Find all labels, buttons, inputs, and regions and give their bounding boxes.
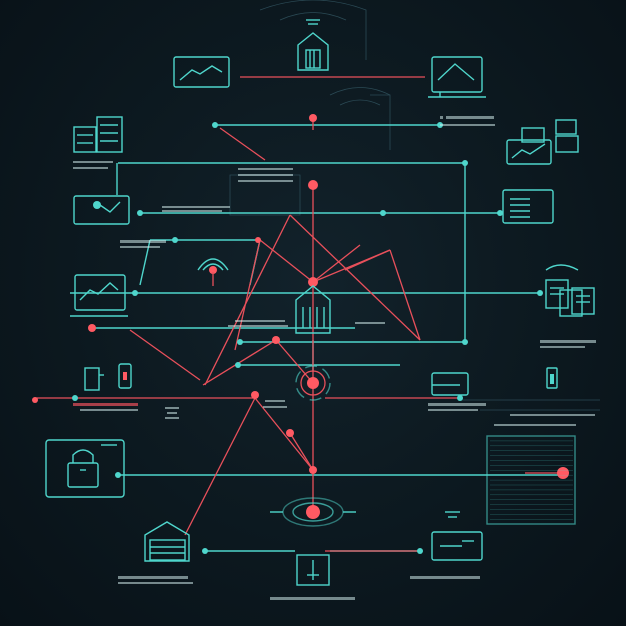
slider-screen-icon — [431, 511, 483, 561]
documents-icon — [545, 264, 595, 317]
padlock-screen-icon — [45, 439, 125, 498]
building-icon — [73, 116, 123, 153]
chart-screen-icon-2 — [73, 195, 130, 225]
target-node-icon — [270, 365, 356, 527]
phone-icon — [118, 363, 132, 389]
padlock-box-icon — [295, 285, 331, 334]
bar-chart-screen-icon — [506, 119, 579, 165]
red-connectors — [35, 76, 565, 552]
background-decoration — [229, 0, 600, 411]
house-icon — [297, 19, 329, 71]
document-screen-icon — [502, 189, 554, 224]
red-nodes — [32, 114, 569, 519]
trend-laptop-icon — [428, 56, 486, 98]
grid-panel-icon — [486, 435, 576, 525]
house-icon-2 — [144, 521, 190, 562]
door-icon — [84, 367, 104, 391]
teal-nodes — [72, 122, 543, 554]
bottle-icon — [296, 554, 330, 586]
chart-screen-icon — [173, 56, 230, 88]
micro-text-blocks — [73, 116, 596, 600]
trend-laptop-icon-2 — [70, 274, 128, 317]
monitor-icon — [431, 372, 469, 396]
lock-icon — [197, 258, 229, 286]
battery-icon — [546, 367, 558, 389]
